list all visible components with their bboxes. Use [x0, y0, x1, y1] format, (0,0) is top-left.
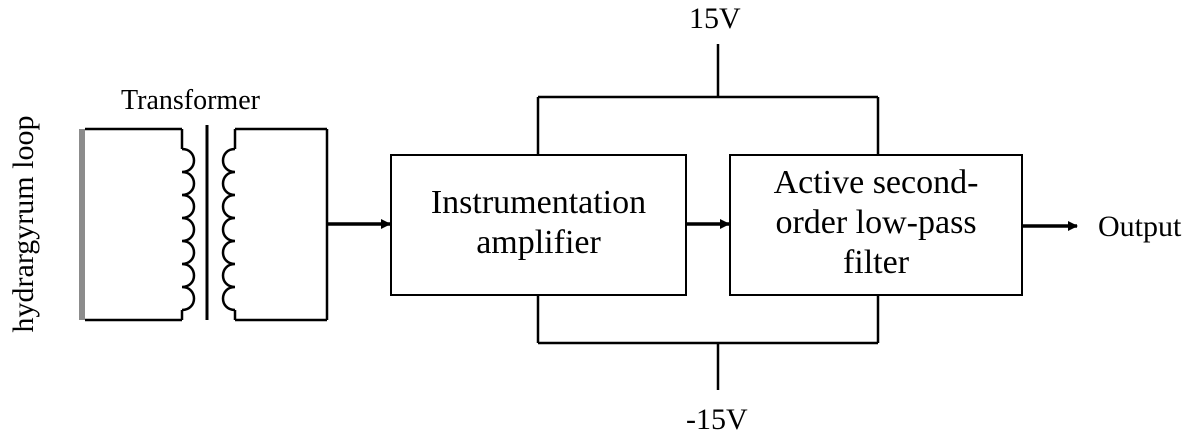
positive-supply-label: 15V: [689, 2, 741, 35]
amplifier-text: Instrumentation amplifier: [391, 183, 686, 263]
output-label: Output: [1098, 210, 1182, 243]
secondary-winding: [221, 127, 329, 322]
low-pass-filter-box: [729, 154, 1023, 296]
filter-text: Active second- order low-pass filter: [730, 163, 1022, 283]
filter-line-1: Active second-: [773, 164, 979, 201]
amplifier-line-2: amplifier: [476, 224, 601, 261]
primary-winding: [85, 127, 196, 322]
negative-supply-label: -15V: [686, 403, 748, 436]
negative-supply-rail: [536, 295, 880, 390]
hydrargyrum-loop-bar: [79, 129, 85, 320]
positive-supply-rail: [536, 44, 880, 155]
hydrargyrum-loop-label: hydrargyrum loop: [7, 115, 40, 333]
filter-line-3: filter: [842, 244, 910, 281]
filter-line-2: order low-pass: [775, 204, 977, 241]
transformer-label: Transformer: [121, 85, 260, 116]
amplifier-line-1: Instrumentation: [430, 184, 647, 221]
